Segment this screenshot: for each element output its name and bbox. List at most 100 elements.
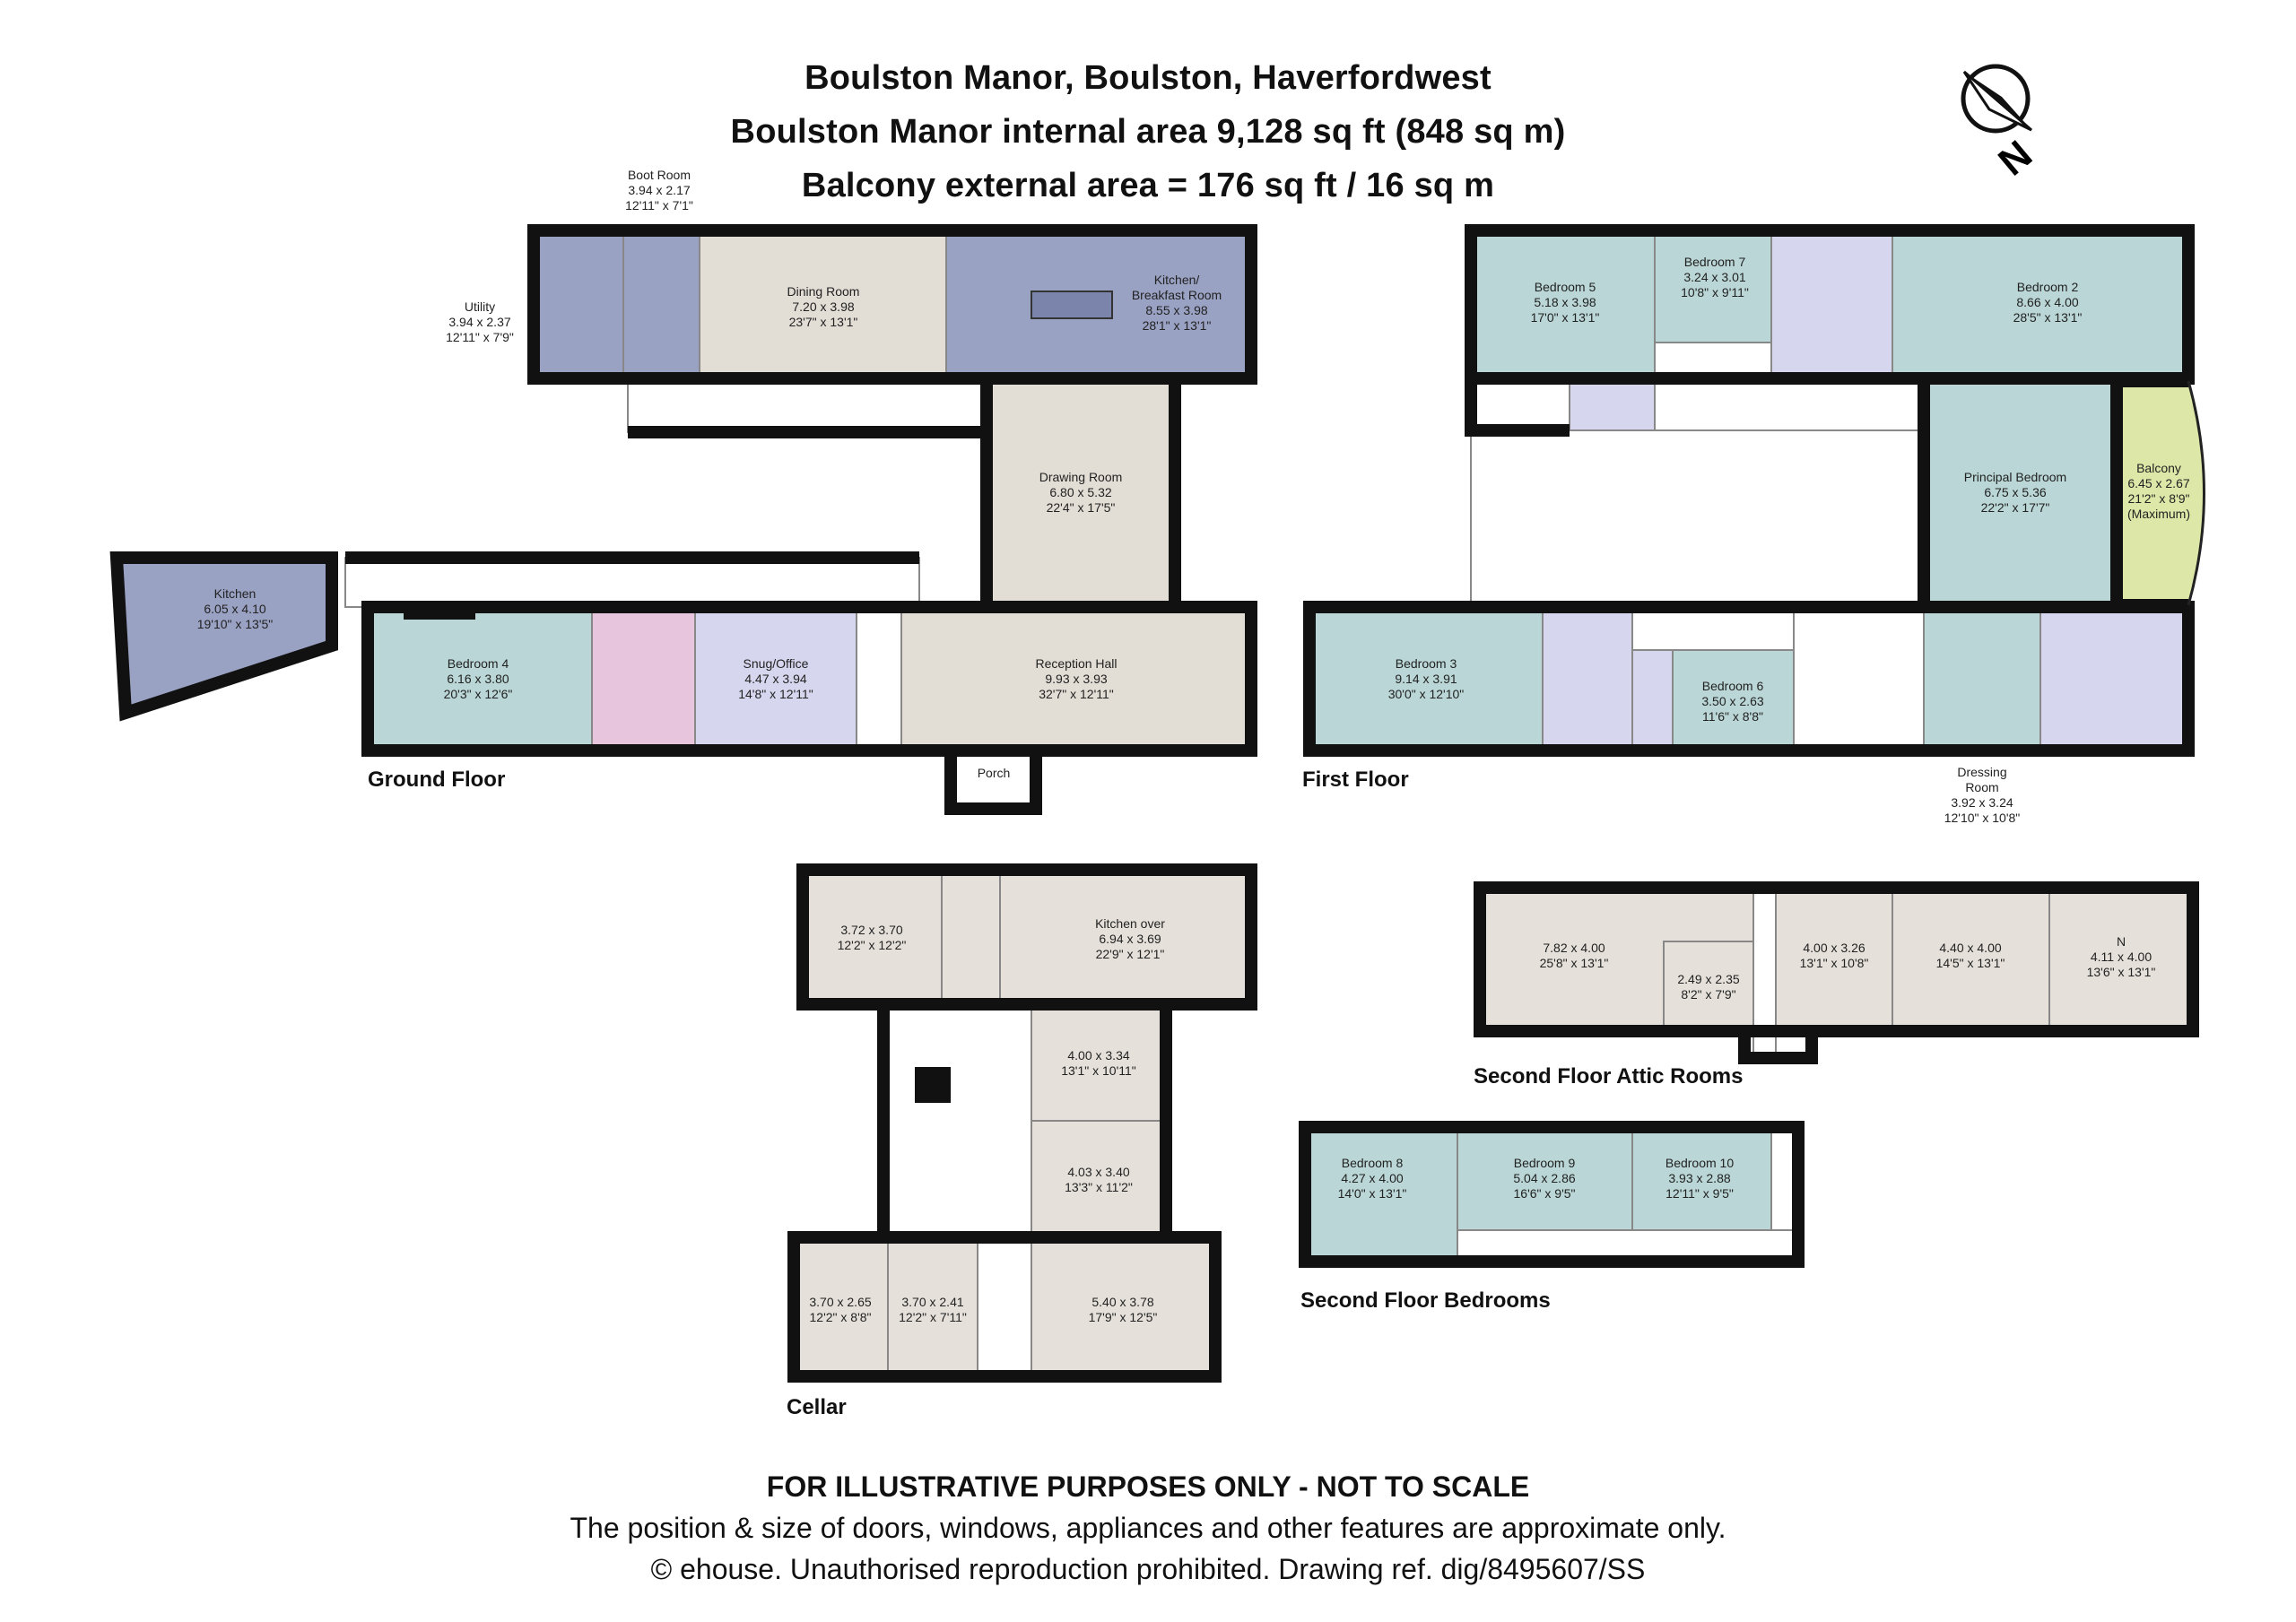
balcony-m: 6.45 x 2.67 [2127,476,2189,490]
reception-hall [900,606,1252,751]
first-floor-walls [1303,224,2195,757]
utility-m: 3.94 x 2.37 [448,315,510,329]
boot-room-m: 3.94 x 2.17 [628,183,690,197]
drawing-m: 6.80 x 5.32 [1049,485,1111,499]
principal-name: Principal Bedroom [1964,470,2066,484]
second-floor-bedrooms-label: Second Floor Bedrooms [1300,1288,1551,1313]
cellar-passage-south [977,1236,1032,1377]
compass-north-icon: N [1961,64,2040,185]
kitbreak-ft: 28'1" x 13'1" [1143,318,1212,333]
bed5-m: 5.18 x 3.98 [1534,295,1596,309]
attic-plan [1474,881,2199,1064]
second-floor-bedrooms-walls [1299,1121,1805,1268]
bed7-name: Bedroom 7 [1684,255,1746,269]
boot-room-name: Boot Room [628,168,691,182]
drawing-name: Drawing Room [1039,470,1123,484]
utility-ft: 12'11" x 7'9" [446,330,514,344]
bed9-ft: 16'6" x 9'5" [1514,1186,1576,1201]
bed4-ft: 20'3" x 12'6" [444,687,513,701]
utility-name: Utility [465,299,495,314]
dining-name: Dining Room [787,284,860,299]
cellar-3-ft: 13'3" x 11'2" [1065,1180,1133,1194]
cellar-4-m: 3.70 x 2.65 [809,1295,871,1309]
en-suite-bed5 [1569,377,1656,433]
bedroom-10 [1631,1126,1772,1231]
attic-room-2 [1663,941,1754,1032]
cellar-5-ft: 12'2" x 7'11" [899,1310,967,1324]
kitbreak-name2: Breakfast Room [1132,288,1222,302]
bed10-ft: 12'11" x 9'5" [1665,1186,1734,1201]
bed8-name: Bedroom 8 [1342,1156,1404,1170]
attic-2-ft: 8'2" x 7'9" [1681,987,1735,1002]
cellar-2-m: 4.00 x 3.34 [1067,1048,1129,1063]
cellar-4-ft: 12'2" x 8'8" [810,1310,872,1324]
bed6-ft: 11'6" x 8'8" [1702,709,1763,724]
cellar-6-ft: 17'9" x 12'5" [1089,1310,1158,1324]
kitchen-ft: 19'10" x 13'5" [197,617,274,631]
attic-label: Second Floor Attic Rooms [1474,1064,1744,1089]
kitbreak-name1: Kitchen/ [1154,273,1200,287]
bed9-m: 5.04 x 2.86 [1513,1171,1575,1185]
first-floor-plan [1303,224,2205,757]
principal-ft: 22'2" x 17'7" [1981,500,2050,515]
cellar-1-m: 3.72 x 3.70 [840,923,902,937]
principal-m: 6.75 x 5.36 [1984,485,2046,499]
footer-disclaimer-title: FOR ILLUSTRATIVE PURPOSES ONLY - NOT TO … [766,1470,1530,1503]
cellar-room-small [941,869,1001,1005]
cellar-5-m: 3.70 x 2.41 [901,1295,963,1309]
dining-m: 7.20 x 3.98 [792,299,854,314]
title-line-2: Boulston Manor internal area 9,128 sq ft… [730,113,1566,151]
attic-5-m: 4.11 x 4.00 [2091,950,2152,964]
cellar-1-ft: 12'2" x 12'2" [838,938,907,952]
cellar-walls [787,863,1257,1383]
bed5-ft: 17'0" x 13'1" [1531,310,1600,325]
attic-1-ft: 25'8" x 13'1" [1540,956,1609,970]
ground-floor-label: Ground Floor [368,768,506,792]
bedroom-4 [367,606,593,751]
second-floor-bedrooms-plan [1299,1121,1805,1268]
bed10-m: 3.93 x 2.88 [1668,1171,1730,1185]
ground-corridor-west [344,557,920,608]
attic-2-m: 2.49 x 2.35 [1677,972,1739,986]
ground-stair-hall [856,606,902,751]
cellar-6-m: 5.40 x 3.78 [1091,1295,1153,1309]
bed3-ft: 30'0" x 12'10" [1388,687,1465,701]
bed10-name: Bedroom 10 [1665,1156,1734,1170]
attic-5-ft: 13'6" x 13'1" [2087,965,2156,979]
principal-bathroom [2039,606,2189,751]
bed3-name: Bedroom 3 [1396,656,1457,671]
first-bathroom-north [1770,230,1893,379]
attic-4-m: 4.40 x 4.00 [1939,941,2001,955]
ground-corridor-north [627,377,987,433]
hall-name: Reception Hall [1035,656,1117,671]
ground-bathroom [591,606,696,751]
attic-1-m: 7.82 x 4.00 [1543,941,1605,955]
attic-3-ft: 13'1" x 10'8" [1800,956,1869,970]
dressing-m: 3.92 x 3.24 [1951,795,2013,810]
bed4-m: 6.16 x 3.80 [447,672,509,686]
utility-room [533,230,624,379]
attic-5-name: N [2117,934,2126,949]
first-floor-label: First Floor [1302,768,1409,792]
dressing-name1: Dressing [1957,765,2006,779]
snug-ft: 14'8" x 12'11" [738,687,813,701]
snug-name: Snug/Office [744,656,809,671]
kitchen-island [1031,291,1113,319]
en-suite-bed6 [1631,649,1674,751]
cellar-label: Cellar [787,1395,847,1419]
cellar-room-2 [1031,1003,1167,1122]
cellar-room-3 [1031,1120,1167,1238]
bed8-ft: 14'0" x 13'1" [1338,1186,1407,1201]
cellar-room-1 [802,869,943,1005]
bedroom-6 [1672,649,1795,751]
attic-walls [1474,881,2199,1064]
footer-disclaimer-body: The position & size of doors, windows, a… [570,1512,1726,1544]
cellar-3-m: 4.03 x 3.40 [1067,1165,1129,1179]
bed7-m: 3.24 x 3.01 [1683,270,1745,284]
bed5-name: Bedroom 5 [1535,280,1596,294]
bed2-m: 8.66 x 4.00 [2016,295,2078,309]
kitchen-name: Kitchen [214,586,257,601]
first-bathroom-west [1542,606,1633,751]
bed8-m: 4.27 x 4.00 [1341,1171,1403,1185]
footer-copyright: © ehouse. Unauthorised reproduction proh… [650,1553,1646,1585]
